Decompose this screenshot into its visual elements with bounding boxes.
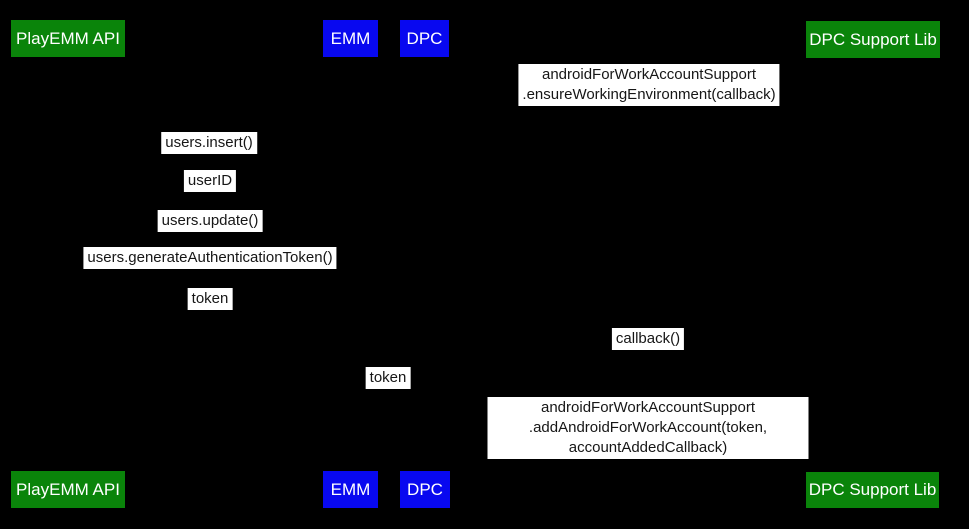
actor-dpc-support-lib-bottom: DPC Support Lib [806,472,939,508]
actor-dpc-support-lib-top: DPC Support Lib [806,21,940,58]
message-ensure-working-environment: androidForWorkAccountSupport .ensureWork… [518,64,780,106]
actor-dpc-bottom: DPC [400,471,450,508]
actor-playemm-api-top: PlayEMM API [11,20,125,57]
message-callback: callback() [611,328,685,350]
message-add-android-for-work-account: androidForWorkAccountSupport .addAndroid… [487,397,809,459]
message-user-id: userID [183,170,237,192]
actor-dpc-top: DPC [400,20,449,57]
actor-emm-bottom: EMM [323,471,378,508]
message-token-response: token [187,288,233,310]
actor-emm-top: EMM [323,20,378,57]
message-users-insert: users.insert() [161,132,257,154]
message-generate-authentication-token: users.generateAuthenticationToken() [83,247,337,269]
actor-playemm-api-bottom: PlayEMM API [11,471,125,508]
message-users-update: users.update() [157,210,263,232]
message-token-forward: token [365,367,411,389]
